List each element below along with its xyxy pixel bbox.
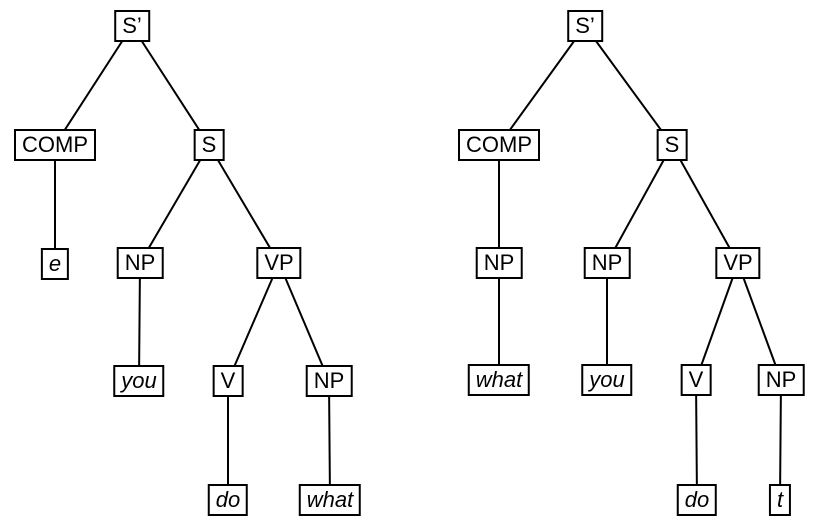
tree-edge [208,144,280,264]
tree-edge [695,379,698,501]
node-you: you [581,364,633,396]
tree-edge [584,25,673,146]
node-comp: COMP [458,129,540,161]
node-np-wh: NP [475,247,523,279]
node-t: t [768,484,792,516]
tree-edge [54,25,133,146]
tree-edge [139,144,210,264]
node-comp: COMP [14,129,96,161]
node-what: what [467,364,531,396]
tree-edge [138,262,141,382]
node-e: e [40,248,70,280]
tree-edge [737,262,782,381]
node-what: what [298,484,362,516]
node-v: V [212,365,244,397]
node-vp: VP [715,247,761,279]
node-np-object: NP [305,365,353,397]
tree-edge [606,144,673,264]
node-s: S [193,129,225,161]
tree-edge [779,379,782,501]
tree-edge [498,25,586,146]
tree-edge [131,25,210,146]
tree-edge [227,262,280,382]
node-do: do [676,484,718,516]
node-v: V [680,364,712,396]
tree-edge [328,380,331,501]
node-np-subject: NP [583,247,631,279]
node-s-prime: S’ [114,10,150,42]
tree-edge [278,262,330,382]
node-vp: VP [256,247,302,279]
node-np-subject: NP [116,247,164,279]
node-you: you [113,365,165,397]
node-s-prime: S’ [567,10,603,42]
node-do: do [207,484,249,516]
tree-edge [695,262,739,381]
node-np-object: NP [757,364,805,396]
tree-edge [671,144,739,264]
node-s: S [656,129,688,161]
